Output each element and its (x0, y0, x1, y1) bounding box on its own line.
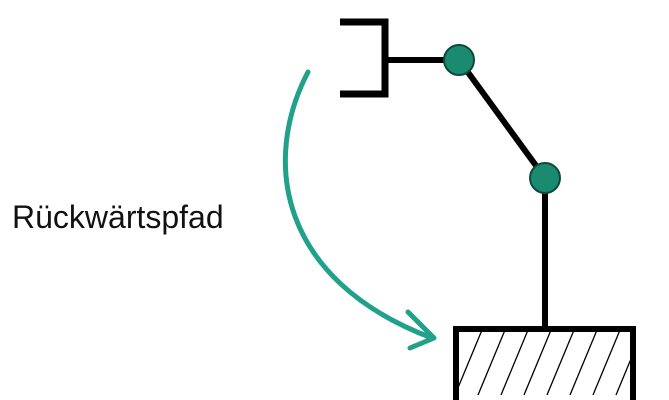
joint-icon (529, 162, 561, 194)
gripper-icon (340, 18, 389, 98)
backward-path-label: Rückwärtspfad (12, 199, 224, 235)
joint-icon (443, 44, 475, 76)
robot-arm-links (387, 57, 548, 329)
base-outline (453, 326, 636, 400)
link-elbow-to-wrist (456, 58, 548, 180)
hatched-base-icon (453, 326, 636, 400)
curved-arrow-icon (282, 69, 435, 341)
backward-path-arrow (282, 69, 437, 351)
arrowhead (405, 309, 437, 351)
